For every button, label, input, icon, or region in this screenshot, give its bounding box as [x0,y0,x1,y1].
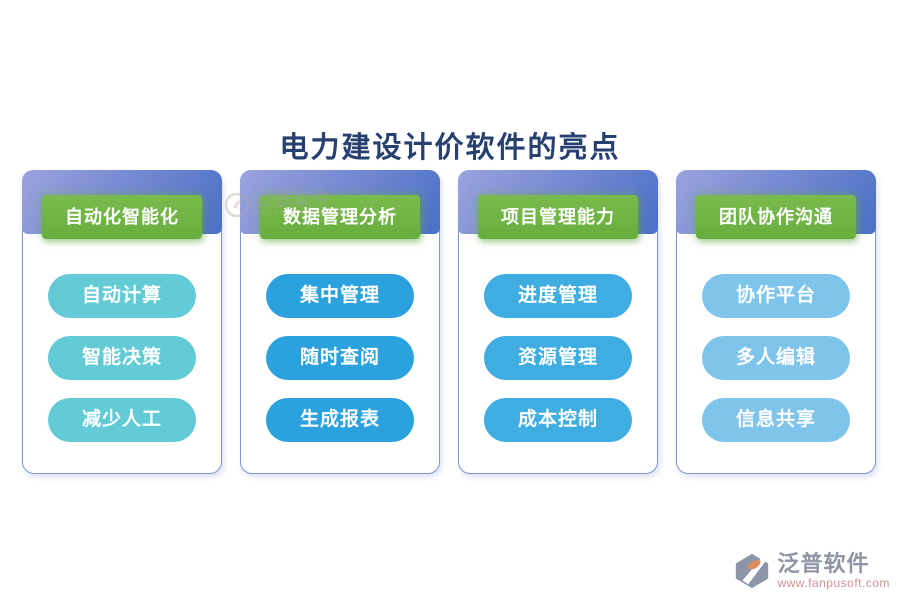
card-team-collaboration: 团队协作沟通 协作平台 多人编辑 信息共享 [676,170,876,474]
cards-row: 自动化智能化 自动计算 智能决策 减少人工 数据管理分析 集中管理 随时查阅 生… [22,170,876,474]
card-items: 协作平台 多人编辑 信息共享 [677,274,875,442]
item-pill: 集中管理 [266,274,414,318]
item-pill: 随时查阅 [266,336,414,380]
card-header-label: 自动化智能化 [42,195,202,239]
footer-brand-url: www.fanpusoft.com [777,576,890,590]
page-title: 电力建设计价软件的亮点 [279,132,621,164]
card-header-label: 团队协作沟通 [696,195,856,239]
item-pill: 减少人工 [48,398,196,442]
item-pill: 协作平台 [702,274,850,318]
fanpu-logo-icon [736,553,769,589]
item-pill: 多人编辑 [702,336,850,380]
footer-brand: 泛普软件 www.fanpusoft.com [733,552,890,590]
item-pill: 资源管理 [484,336,632,380]
item-pill: 自动计算 [48,274,196,318]
item-pill: 成本控制 [484,398,632,442]
card-header-label: 数据管理分析 [260,195,420,239]
footer-brand-name: 泛普软件 [777,551,870,576]
card-data-management: 数据管理分析 集中管理 随时查阅 生成报表 [240,170,440,474]
card-items: 进度管理 资源管理 成本控制 [459,274,657,442]
item-pill: 智能决策 [48,336,196,380]
card-items: 自动计算 智能决策 减少人工 [23,274,221,442]
card-items: 集中管理 随时查阅 生成报表 [241,274,439,442]
card-project-management: 项目管理能力 进度管理 资源管理 成本控制 [458,170,658,474]
item-pill: 进度管理 [484,274,632,318]
card-header-label: 项目管理能力 [478,195,638,239]
item-pill: 生成报表 [266,398,414,442]
item-pill: 信息共享 [702,398,850,442]
card-automation: 自动化智能化 自动计算 智能决策 减少人工 [22,170,222,474]
